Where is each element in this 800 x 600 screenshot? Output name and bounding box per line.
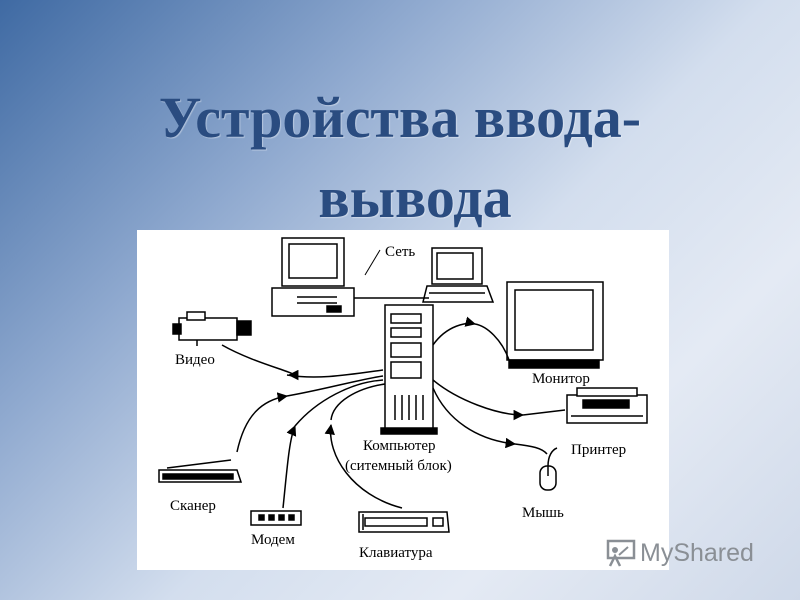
arrow-scanner-tail [287, 376, 383, 396]
label-monitor: Монитор [532, 371, 590, 387]
label-network: Сеть [385, 244, 415, 260]
arrow-video-to-computer [287, 370, 383, 377]
arrow-mouse-tail [515, 444, 547, 454]
arrow-monitor-tail [475, 324, 509, 360]
label-keyboard: Клавиатура [359, 545, 433, 561]
monitor-icon [507, 282, 603, 368]
arrow-video [222, 345, 293, 375]
teacher-board-icon [606, 538, 636, 568]
system-unit-icon [381, 305, 437, 434]
slide-title: Устройства ввода- вывода [0, 78, 800, 238]
arrow-printer-tail [523, 410, 565, 415]
mouse-icon [540, 448, 557, 490]
arrow-mouse [433, 388, 515, 444]
diagram-canvas: Сеть Компьютер (ситемный блок) Видео [137, 230, 669, 570]
title-line-2: вывода [30, 158, 800, 238]
label-computer: Компьютер [363, 438, 436, 454]
watermark-text: MyShared [640, 539, 754, 568]
arrow-modem [283, 426, 295, 508]
label-printer: Принтер [571, 442, 626, 458]
label-video: Видео [175, 352, 215, 368]
label-system-unit: (ситемный блок) [345, 458, 452, 474]
printer-icon [567, 388, 647, 423]
scanner-icon [159, 460, 241, 482]
network-desktop-icon [272, 238, 354, 316]
io-devices-diagram: Сеть Компьютер (ситемный блок) Видео [137, 230, 669, 570]
title-line-1: Устройства ввода- [159, 85, 641, 150]
label-modem: Модем [251, 532, 295, 548]
modem-icon [251, 511, 301, 525]
label-scanner: Сканер [170, 498, 216, 514]
keyboard-icon [359, 512, 449, 532]
label-mouse: Мышь [522, 505, 564, 521]
arrow-scanner [237, 396, 287, 452]
myshared-watermark: MyShared [606, 536, 754, 570]
arrow-keyboard-tail [331, 384, 385, 420]
arrow-monitor [433, 323, 475, 345]
network-laptop-icon [423, 248, 493, 302]
video-camera-icon [173, 312, 251, 346]
network-label-leader [365, 250, 380, 275]
